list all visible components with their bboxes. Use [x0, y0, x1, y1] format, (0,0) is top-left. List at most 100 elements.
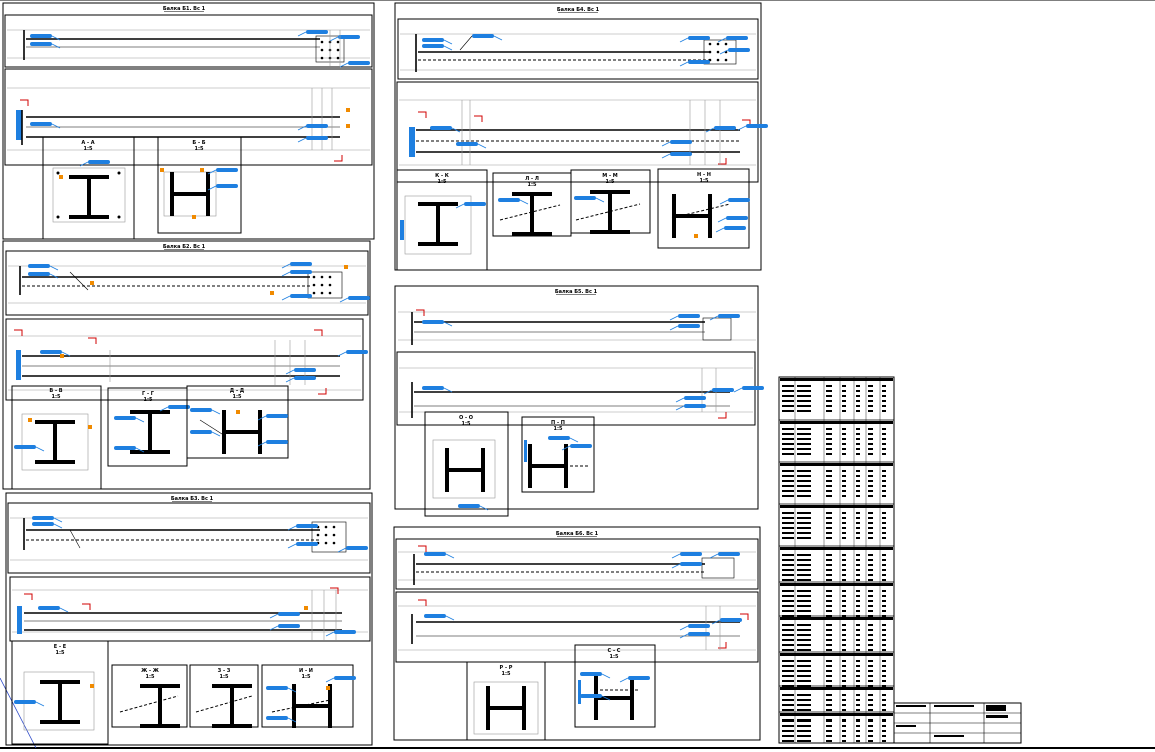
spec-cell: [882, 395, 886, 397]
specification-table: [778, 376, 895, 744]
spec-cell: [868, 574, 873, 576]
spec-cell: [842, 694, 846, 696]
spec-cell: [782, 390, 794, 392]
spec-cell: [782, 470, 794, 472]
spec-cell: [826, 554, 832, 556]
spec-cell: [856, 644, 860, 646]
spec-cell: [782, 574, 794, 576]
spec-cell: [797, 433, 811, 435]
spec-cell: [868, 512, 873, 514]
spec-cell: [826, 590, 832, 592]
spec-cell: [842, 537, 846, 539]
spec-cell: [856, 670, 860, 672]
section-label: Л - Л: [525, 176, 539, 182]
spec-cell: [797, 490, 811, 492]
spec-cell: [797, 665, 811, 667]
spec-cell: [826, 720, 832, 722]
spec-cell: [856, 490, 860, 492]
spec-cell: [882, 527, 886, 529]
spec-cell: [868, 600, 873, 602]
sheet-title: Балка Б3. Вс 1: [171, 496, 214, 502]
spec-cell: [842, 438, 846, 440]
spec-cell: [782, 480, 794, 482]
spec-cell: [868, 610, 873, 612]
spec-cell: [782, 579, 794, 581]
spec-cell: [826, 610, 832, 612]
spec-cell: [882, 590, 886, 592]
spec-cell: [782, 400, 794, 402]
spec-cell: [826, 410, 832, 412]
spec-cell: [797, 605, 811, 607]
section-label: Н - Н: [697, 172, 711, 178]
spec-cell: [826, 527, 832, 529]
sheet-b5: Балка Б5. Вс 1 О - О 1:5: [394, 285, 765, 517]
spec-cell: [826, 704, 832, 706]
spec-cell: [826, 680, 832, 682]
section-scale: 1:5: [554, 426, 563, 432]
spec-cell: [826, 634, 832, 636]
spec-cell: [868, 522, 873, 524]
spec-cell: [782, 680, 794, 682]
spec-cell: [842, 495, 846, 497]
spec-cell: [797, 485, 811, 487]
spec-cell: [842, 735, 846, 737]
spec-cell: [842, 680, 846, 682]
spec-cell: [856, 704, 860, 706]
spec-cell: [782, 634, 794, 636]
section-label: Е - Е: [54, 644, 67, 650]
spec-cell: [868, 709, 873, 711]
spec-cell: [882, 490, 886, 492]
spec-cell: [826, 470, 832, 472]
spec-cell: [842, 624, 846, 626]
spec-cell: [826, 395, 832, 397]
spec-cell: [882, 649, 886, 651]
section-scale: 1:5: [528, 182, 537, 188]
spec-cell: [782, 720, 794, 722]
spec-cell: [782, 670, 794, 672]
spec-cell: [782, 735, 794, 737]
spec-cell: [782, 569, 794, 571]
spec-cell: [842, 665, 846, 667]
spec-cell: [882, 475, 886, 477]
spec-cell: [782, 448, 794, 450]
spec-cell: [868, 569, 873, 571]
spec-cell: [882, 554, 886, 556]
spec-cell: [842, 699, 846, 701]
spec-cell: [797, 694, 811, 696]
spec-cell: [826, 670, 832, 672]
spec-cell: [882, 405, 886, 407]
spec-cell: [797, 453, 811, 455]
spec-cell: [882, 670, 886, 672]
spec-cell: [797, 470, 811, 472]
spec-cell: [842, 400, 846, 402]
spec-cell: [797, 699, 811, 701]
spec-cell: [782, 665, 794, 667]
spec-cell: [782, 522, 794, 524]
spec-cell: [797, 725, 811, 727]
spec-cell: [826, 740, 832, 742]
spec-cell: [868, 670, 873, 672]
spec-cell: [842, 485, 846, 487]
spec-cell: [856, 649, 860, 651]
sheet-b4: Балка Б4. Вс 1: [394, 2, 769, 271]
spec-cell: [782, 709, 794, 711]
spec-cell: [856, 405, 860, 407]
section-scale: 1:5: [56, 650, 65, 656]
spec-cell: [782, 660, 794, 662]
spec-cell: [842, 490, 846, 492]
spec-cell: [868, 699, 873, 701]
spec-cell: [826, 564, 832, 566]
section-scale: 1:5: [220, 674, 229, 680]
spec-cell: [782, 475, 794, 477]
spec-cell: [868, 448, 873, 450]
spec-cell: [856, 448, 860, 450]
spec-cell: [782, 694, 794, 696]
section-label: Р - Р: [500, 665, 513, 671]
spec-cell: [868, 644, 873, 646]
spec-cell: [782, 644, 794, 646]
spec-cell: [868, 590, 873, 592]
spec-cell: [868, 405, 873, 407]
spec-cell: [842, 410, 846, 412]
spec-cell: [782, 564, 794, 566]
